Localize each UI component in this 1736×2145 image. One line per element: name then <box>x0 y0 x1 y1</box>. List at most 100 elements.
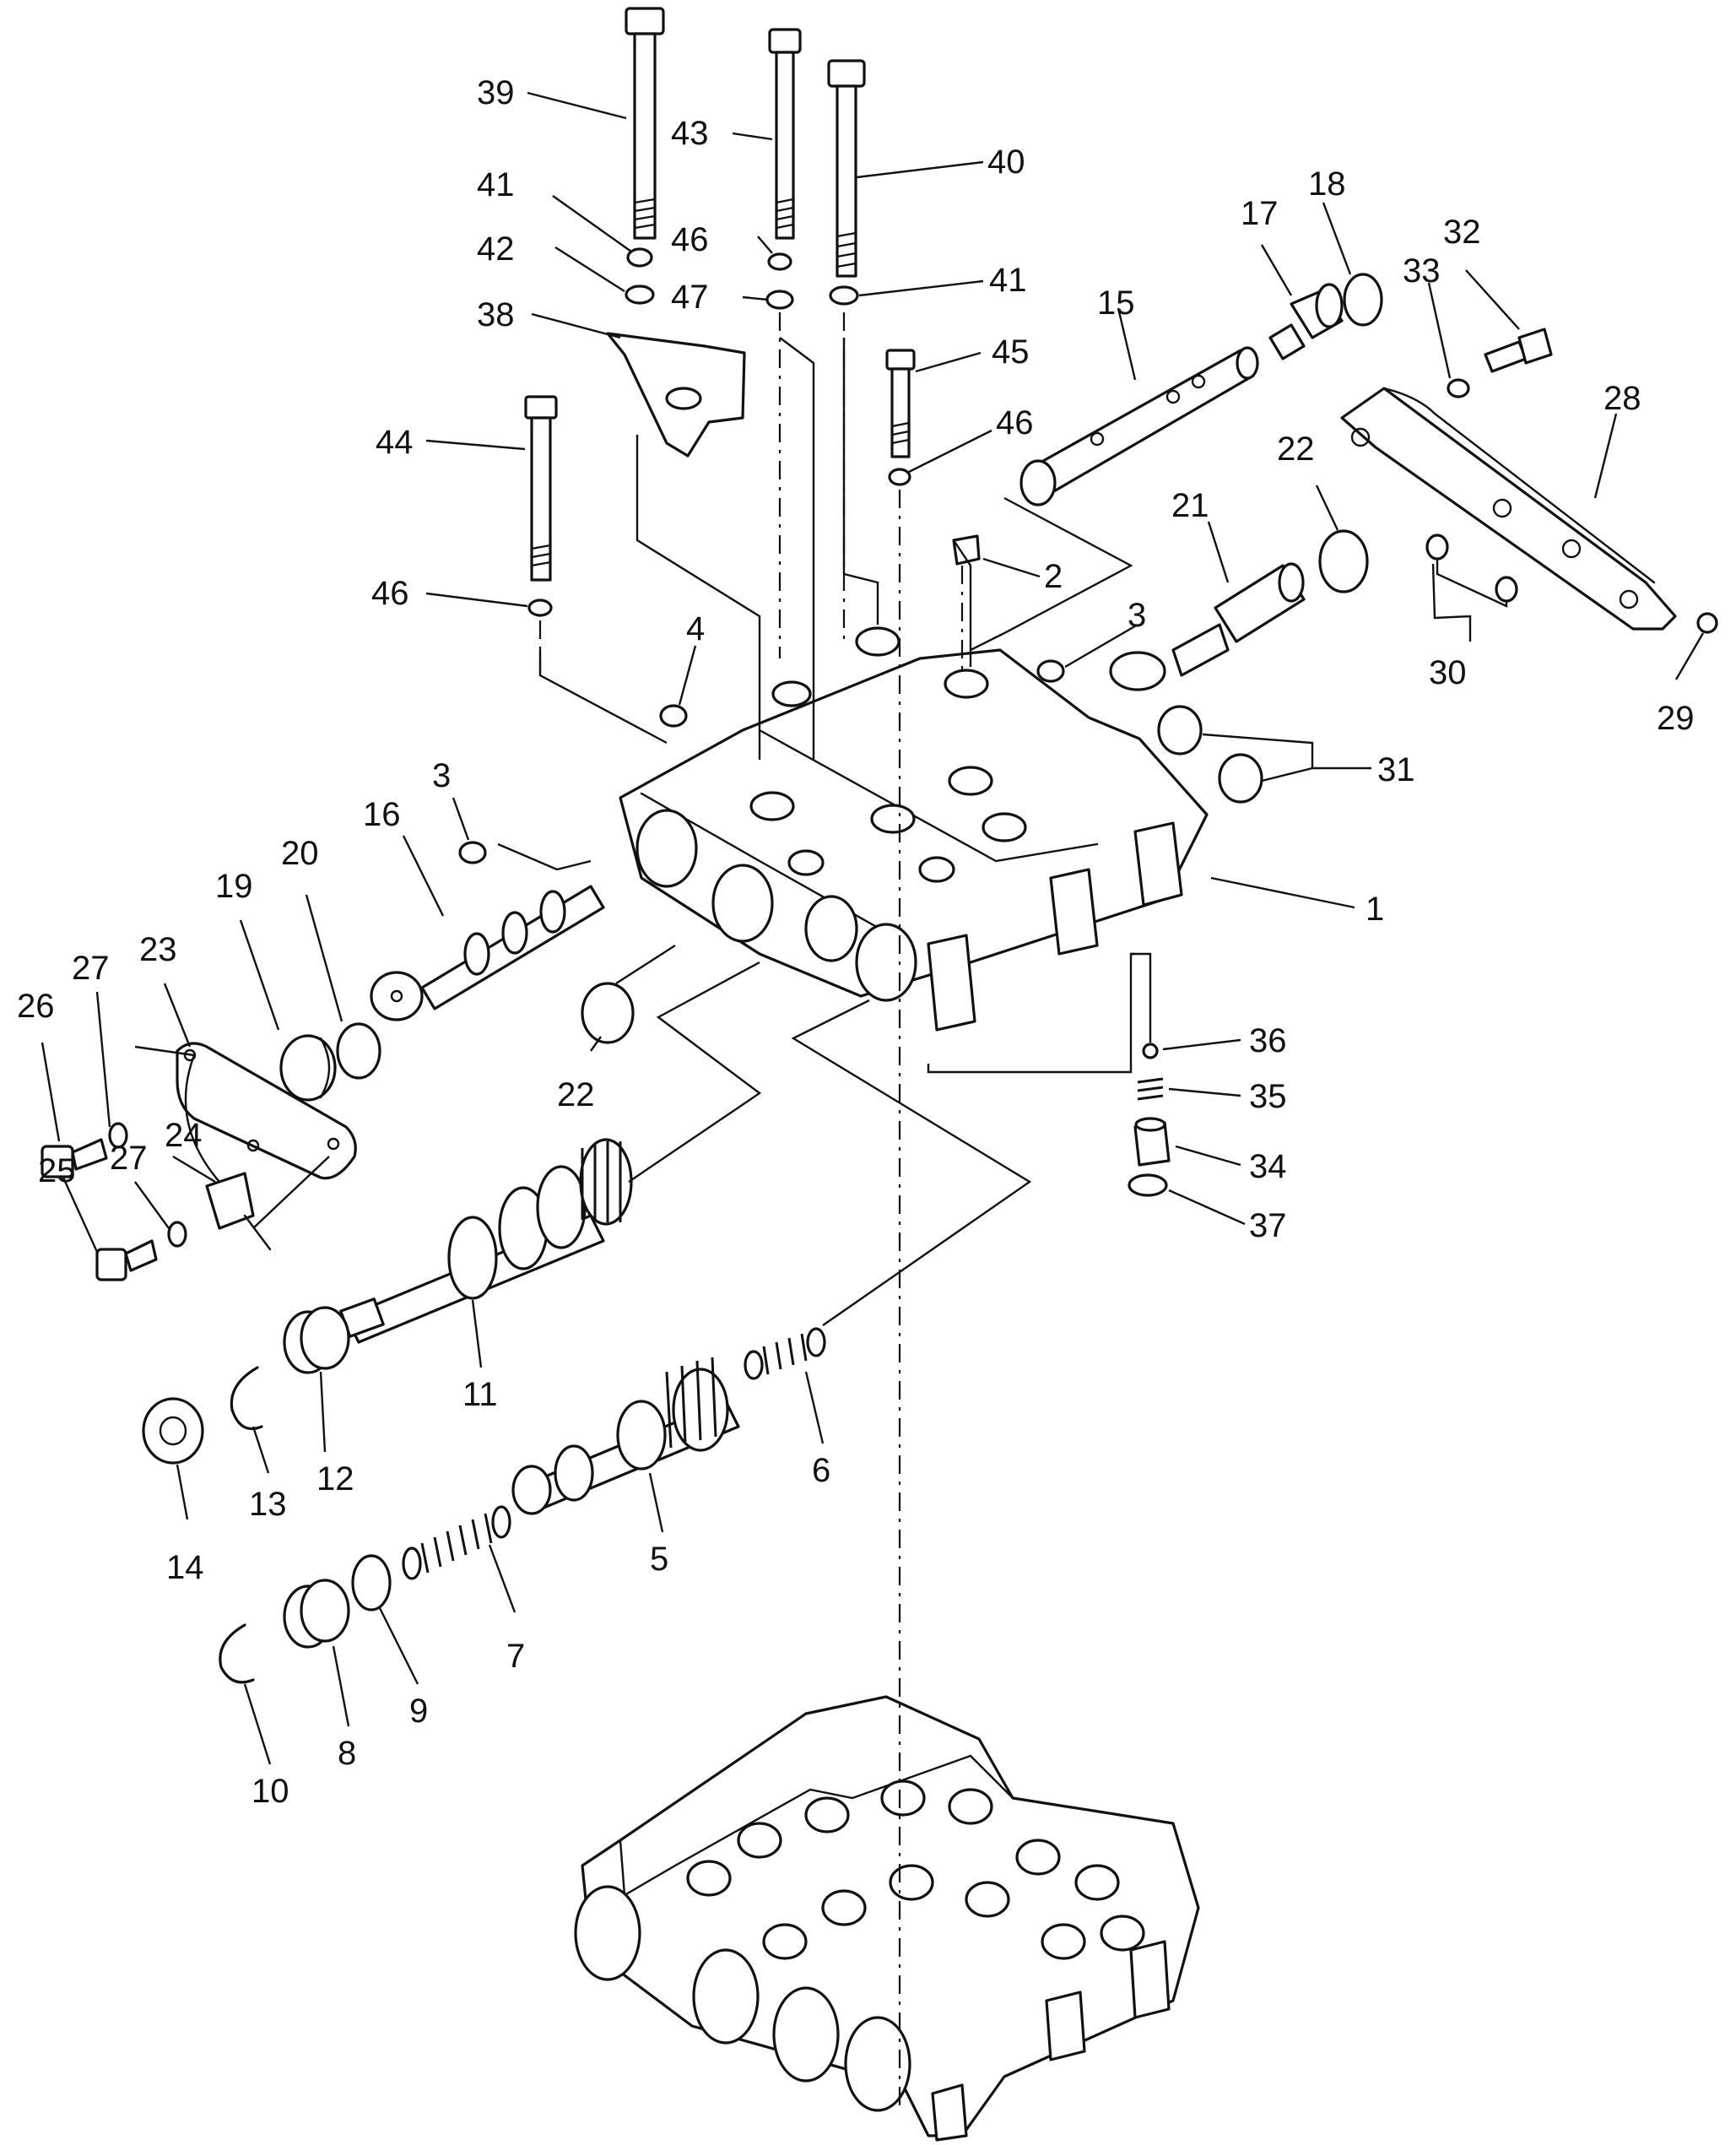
washer-27-bottom <box>167 1221 187 1248</box>
nut-14 <box>142 1397 204 1465</box>
callout-label: 14 <box>166 1549 204 1586</box>
callout-label: 46 <box>671 221 709 258</box>
callout-label: 12 <box>316 1460 354 1498</box>
plug-17 <box>1268 283 1344 360</box>
cover-28 <box>1340 387 1677 631</box>
o-ring-31a <box>1157 705 1203 756</box>
callout-label: 27 <box>110 1140 148 1177</box>
ball-36 <box>1142 1043 1159 1059</box>
callout-label: 41 <box>477 166 515 203</box>
valve-body-1 <box>619 626 1209 1032</box>
callout-label: 31 <box>1377 751 1415 788</box>
spool-11 <box>339 1138 633 1344</box>
callout-label: 37 <box>1249 1207 1287 1244</box>
callout-label: 6 <box>812 1452 830 1489</box>
plug-19 <box>279 1034 337 1102</box>
o-ring-22-left <box>581 982 635 1044</box>
callout-label: 1 <box>1366 891 1384 928</box>
callout-label: 7 <box>506 1638 525 1675</box>
o-ring-9 <box>351 1554 392 1611</box>
plug-29 <box>1696 612 1718 634</box>
callout-label: 10 <box>251 1773 289 1810</box>
callout-label: 35 <box>1249 1078 1287 1115</box>
spool-16 <box>370 885 605 1021</box>
callout-label: 46 <box>371 575 409 612</box>
callout-label: 24 <box>165 1117 203 1154</box>
snap-ring-13 <box>230 1366 263 1431</box>
bracket-hole <box>665 387 702 410</box>
spool-5 <box>511 1357 740 1515</box>
callout-labels: 39 43 40 41 46 42 47 41 38 18 17 32 33 1… <box>17 74 1695 1810</box>
bolt-45 <box>885 349 916 458</box>
callout-label: 23 <box>139 931 177 968</box>
spring-7 <box>402 1505 511 1580</box>
callout-label: 47 <box>671 279 709 316</box>
callout-label: 46 <box>996 404 1034 441</box>
assembly-lines <box>134 337 1508 1326</box>
callout-label: 27 <box>72 950 110 987</box>
o-ring-30a <box>1425 534 1449 561</box>
bolt-39 <box>625 7 665 240</box>
bolt-26 <box>41 1138 108 1178</box>
lower-housing <box>574 1695 1200 2142</box>
plug-3-left <box>458 841 487 864</box>
callout-label: 34 <box>1249 1148 1287 1185</box>
callout-label: 30 <box>1429 654 1467 691</box>
bolt-40 <box>827 59 866 278</box>
callout-label: 20 <box>281 835 319 872</box>
callout-leaders <box>41 91 1705 1765</box>
o-ring-30b <box>1495 576 1518 603</box>
pin-24 <box>205 1172 272 1251</box>
callout-label: 25 <box>38 1152 76 1189</box>
callout-label: 33 <box>1403 252 1441 290</box>
callout-label: 36 <box>1249 1022 1287 1059</box>
plug-3-top <box>1036 659 1065 683</box>
callout-label: 45 <box>992 333 1030 371</box>
callout-label: 13 <box>249 1486 287 1523</box>
plug-8 <box>283 1579 350 1649</box>
o-ring-22-top <box>1318 529 1369 593</box>
o-ring-37 <box>1128 1173 1168 1197</box>
bolt-44 <box>524 395 558 582</box>
callout-label: 29 <box>1657 700 1695 737</box>
callout-label: 3 <box>432 757 451 794</box>
callout-label: 38 <box>477 296 515 333</box>
plug-2 <box>952 534 981 566</box>
callout-label: 11 <box>462 1376 498 1413</box>
o-ring-31b <box>1218 753 1263 804</box>
callout-label: 9 <box>409 1693 428 1730</box>
callout-label: 18 <box>1308 165 1346 203</box>
bolt-32 <box>1484 328 1553 373</box>
callout-label: 2 <box>1044 558 1063 595</box>
bolt-25 <box>95 1239 158 1281</box>
callout-label: 44 <box>376 424 414 461</box>
o-ring-20 <box>336 1022 381 1080</box>
callout-label: 4 <box>686 610 705 647</box>
callout-label: 19 <box>215 868 253 905</box>
callout-label: 41 <box>989 262 1027 299</box>
callout-label: 5 <box>650 1541 668 1578</box>
plug-4 <box>659 704 688 728</box>
callout-label: 16 <box>363 796 401 833</box>
spring-6 <box>744 1327 826 1380</box>
washers <box>527 247 1470 617</box>
callout-label: 39 <box>477 74 515 111</box>
callout-label: 28 <box>1604 380 1641 417</box>
snap-ring-10 <box>219 1623 255 1684</box>
callout-label: 21 <box>1171 487 1209 524</box>
plug-34 <box>1133 1117 1171 1167</box>
callout-label: 17 <box>1241 195 1279 232</box>
o-ring-18 <box>1343 273 1383 327</box>
bolt-43 <box>768 28 802 240</box>
washer-27-top <box>108 1122 128 1149</box>
piston-21 <box>1109 562 1306 691</box>
callout-label: 40 <box>987 144 1025 181</box>
callout-label: 22 <box>557 1076 595 1113</box>
callout-label: 42 <box>477 230 515 268</box>
spring-35 <box>1137 1077 1164 1101</box>
callout-label: 3 <box>1128 597 1146 634</box>
sleeve-15 <box>1019 346 1259 506</box>
callout-label: 26 <box>17 988 55 1025</box>
callout-label: 15 <box>1097 284 1135 322</box>
